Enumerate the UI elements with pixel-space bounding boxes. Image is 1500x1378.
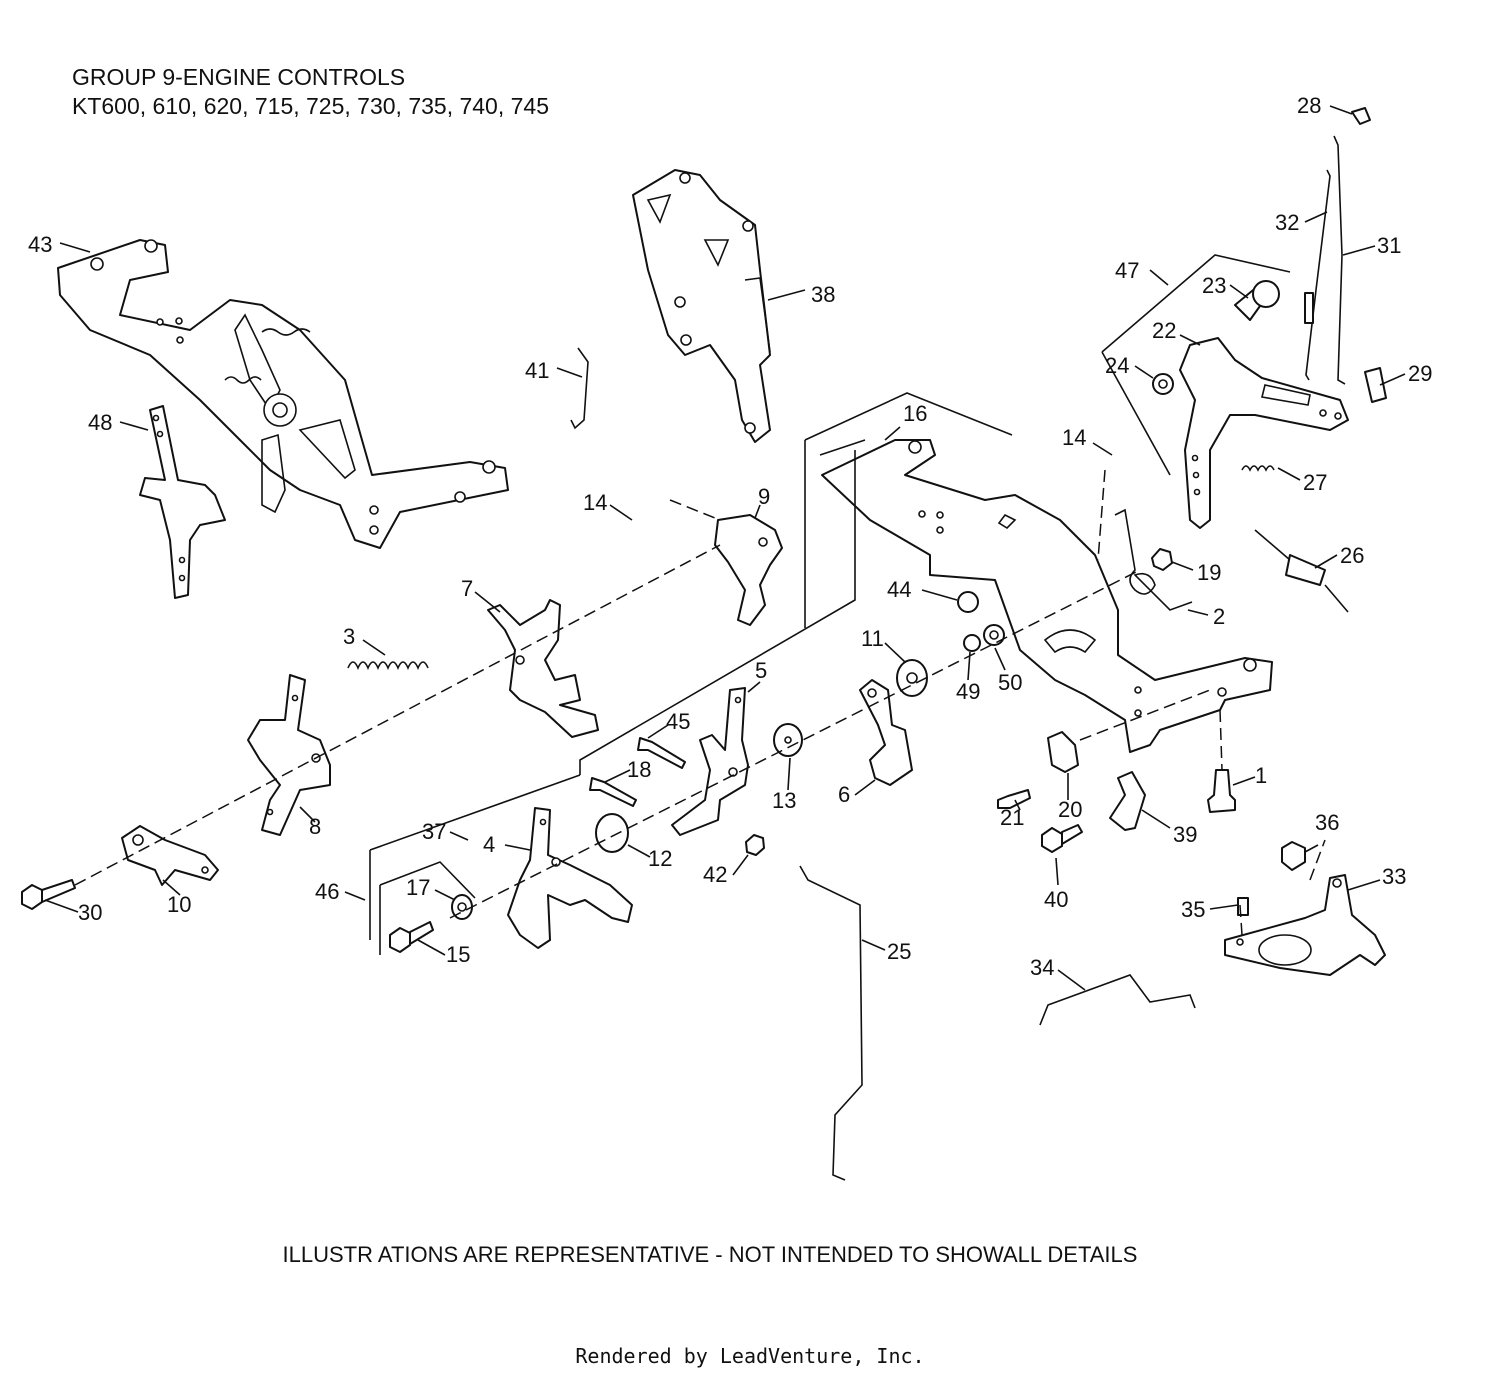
disclaimer-text: ILLUSTR ATIONS ARE REPRESENTATIVE - NOT … (282, 1242, 1138, 1267)
callout-26: 26 (1340, 543, 1364, 568)
callout-32: 32 (1275, 210, 1299, 235)
callout-18: 18 (627, 757, 651, 782)
callout-5: 5 (755, 658, 767, 683)
callout-13: 13 (772, 788, 796, 813)
callout-48: 48 (88, 410, 112, 435)
part-2-19-spring-nut (1114, 508, 1193, 611)
callout-33: 33 (1382, 864, 1406, 889)
callout-45: 45 (666, 709, 690, 734)
callout-22: 22 (1152, 318, 1176, 343)
callout-2: 2 (1213, 604, 1225, 629)
washers (451, 659, 928, 920)
callout-15: 15 (446, 942, 470, 967)
callout-14-upper-right: 14 (1062, 425, 1086, 450)
callout-25: 25 (887, 939, 911, 964)
callout-46: 46 (315, 879, 339, 904)
part-27-26-springs (1241, 465, 1349, 613)
callout-39: 39 (1173, 822, 1197, 847)
callout-35: 35 (1181, 897, 1205, 922)
callout-16: 16 (903, 401, 927, 426)
diagram-title: GROUP 9-ENGINE CONTROLS (72, 64, 406, 90)
part-30-bolt (21, 879, 76, 910)
leader-lines (44, 105, 1406, 991)
part-16-control-plate (804, 392, 1273, 753)
callout-37: 37 (422, 819, 446, 844)
part-1-pivot-bolt (1207, 769, 1236, 813)
callout-36: 36 (1315, 810, 1339, 835)
part-21-20-bolt-clip (997, 731, 1079, 809)
part-8-lever (247, 674, 331, 836)
part-9-arm (714, 514, 783, 626)
callout-10: 10 (167, 892, 191, 917)
part-38-bracket (632, 169, 771, 443)
callout-8: 8 (309, 814, 321, 839)
callout-4: 4 (483, 832, 495, 857)
callout-29: 29 (1408, 361, 1432, 386)
callout-40: 40 (1044, 887, 1068, 912)
callout-41: 41 (525, 358, 549, 383)
model-list: KT600, 610, 620, 715, 725, 730, 735, 740… (72, 93, 550, 119)
part-34-rod (1039, 974, 1196, 1026)
part-41-pin (570, 347, 589, 430)
callout-47: 47 (1115, 258, 1139, 283)
callout-44: 44 (887, 577, 911, 602)
callout-labels: 43 48 38 41 28 32 31 47 23 22 24 29 14 1… (28, 93, 1432, 980)
callout-50: 50 (998, 670, 1022, 695)
callout-34: 34 (1030, 955, 1054, 980)
part-5-lever (671, 687, 749, 836)
callout-49: 49 (956, 679, 980, 704)
callout-20: 20 (1058, 797, 1082, 822)
part-39-clip (1109, 771, 1146, 831)
callout-21: 21 (1000, 805, 1024, 830)
callout-9: 9 (758, 484, 770, 509)
part-15-bolt (389, 921, 434, 953)
callout-23: 23 (1202, 273, 1226, 298)
part-10-plate (121, 825, 219, 886)
part-28-31-32-rods (1304, 107, 1387, 403)
assembly-axis-lines (74, 469, 1326, 936)
callout-12: 12 (648, 846, 672, 871)
part-3-spring (347, 661, 429, 671)
callout-27: 27 (1303, 470, 1327, 495)
callout-11: 11 (861, 626, 884, 651)
part-33-lower-bracket (1224, 841, 1386, 976)
part-4-lever (507, 807, 633, 949)
part-6-lever (859, 679, 913, 786)
callout-43: 43 (28, 232, 52, 257)
callout-24: 24 (1105, 353, 1129, 378)
assembly-outlines (369, 450, 856, 955)
part-47-throttle-assembly (1101, 254, 1349, 529)
callout-31: 31 (1377, 233, 1401, 258)
part-48-lever (139, 405, 226, 599)
part-25-rod (799, 865, 863, 1181)
part-42-nut (745, 834, 765, 856)
callout-38: 38 (811, 282, 835, 307)
callout-42: 42 (703, 862, 727, 887)
part-40-bolt (1041, 824, 1083, 853)
callout-1: 1 (1255, 763, 1267, 788)
callout-14-center: 14 (583, 490, 607, 515)
callout-30: 30 (78, 900, 102, 925)
callout-17: 17 (406, 875, 430, 900)
part-43-control-bracket (57, 239, 509, 549)
callout-3: 3 (343, 624, 355, 649)
part-7-bracket (487, 599, 599, 738)
part-45-18-bolts (589, 737, 686, 807)
callout-19: 19 (1197, 560, 1221, 585)
render-credit: Rendered by LeadVenture, Inc. (575, 1344, 925, 1368)
callout-28: 28 (1297, 93, 1321, 118)
callout-6: 6 (838, 782, 850, 807)
callout-7: 7 (461, 576, 473, 601)
